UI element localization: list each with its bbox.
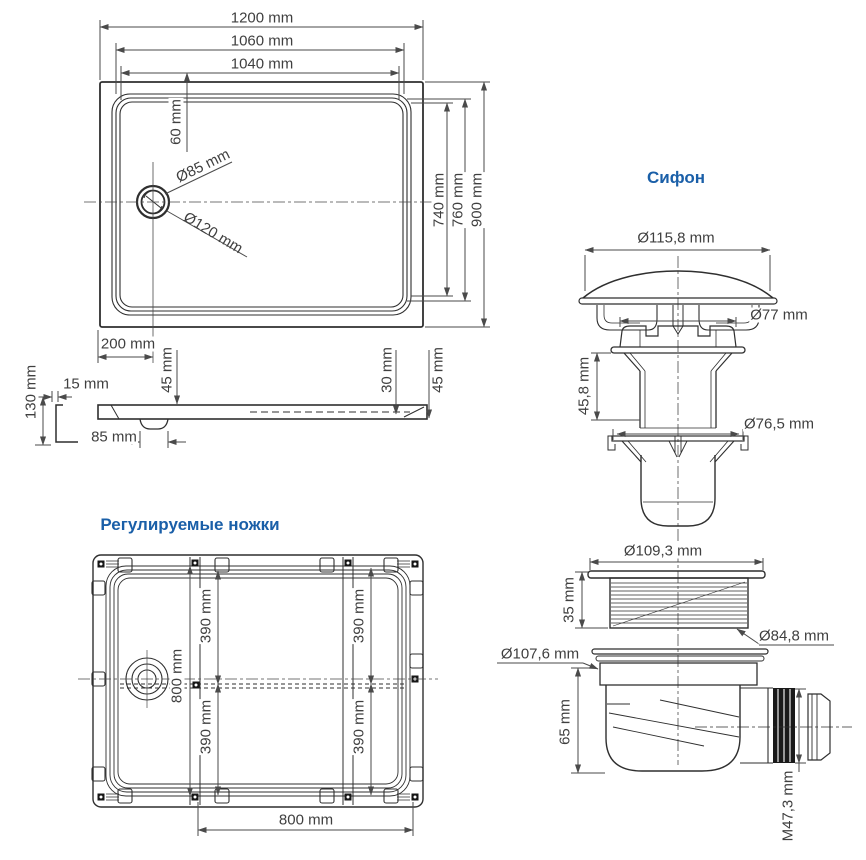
dim-legs-span-vertical: 800 mm [168,647,186,705]
dim-leg-seg-top-right: 390 mm [350,587,368,645]
siphon-strainer-drawing [607,325,749,527]
siphon-body-drawing [591,648,852,772]
dim-bottom-height: 30 mm [378,346,396,394]
tray-top-view [99,81,424,328]
screw-hatch [106,560,410,801]
siphon-collar-dimensions [575,558,834,646]
dim-depth-inner: 740 mm [430,171,448,229]
dim-legs-span-horizontal: 800 mm [277,811,335,829]
dim-drain-boss-width: 85 mm [90,428,138,446]
siphon-body-dimensions [497,662,806,774]
dim-cap-diameter: Ø115,8 mm [636,229,716,247]
dim-collar-diameter: Ø109,3 mm [622,542,704,560]
dim-leg-seg-bottom-left: 390 mm [197,698,215,756]
siphon-cap-dimension [584,246,771,291]
dim-width-rim-outer: 1060 mm [229,32,295,50]
dim-strainer-height: 45,8 mm [575,355,593,417]
dim-drain-edge-offset: 60 mm [167,98,185,146]
dim-rim-height-left: 45 mm [158,346,176,394]
siphon-strainer-dimensions [591,317,744,440]
dim-width-total: 1200 mm [229,9,295,27]
leg-screws [97,559,419,801]
dim-rim-height-right: 45 mm [429,346,447,394]
dim-body-height: 65 mm [556,698,574,746]
siphon-collar-drawing [587,570,766,629]
dim-strainer-diameter: Ø77 mm [749,306,809,324]
dim-apron-thickness: 15 mm [62,375,110,393]
dim-collar-thread-diameter: Ø84,8 mm [757,627,831,645]
siphon-section-title: Сифон [646,168,706,187]
leg-pads [91,557,424,804]
dim-body-rim-diameter: Ø107,6 mm [499,645,581,663]
dim-drain-offset-left: 200 mm [99,335,157,353]
dim-depth-total: 900 mm [468,171,486,229]
legs-section-title: Регулируемые ножки [100,515,280,534]
legs-view-dimensions [78,565,438,836]
dim-cup-diameter: Ø76,5 mm [742,415,816,433]
dim-outlet-thread: M47,3 mm [779,769,797,843]
dim-leg-seg-bottom-right: 390 mm [350,698,368,756]
dim-width-rim-inner: 1040 mm [229,55,295,73]
legs-bottom-view [91,554,424,808]
dim-leg-seg-top-left: 390 mm [197,587,215,645]
tray-side-view-dimensions [35,350,433,448]
dim-collar-height: 35 mm [560,576,578,624]
dim-total-height: 130 mm [22,363,40,421]
dim-depth-rim: 760 mm [449,171,467,229]
